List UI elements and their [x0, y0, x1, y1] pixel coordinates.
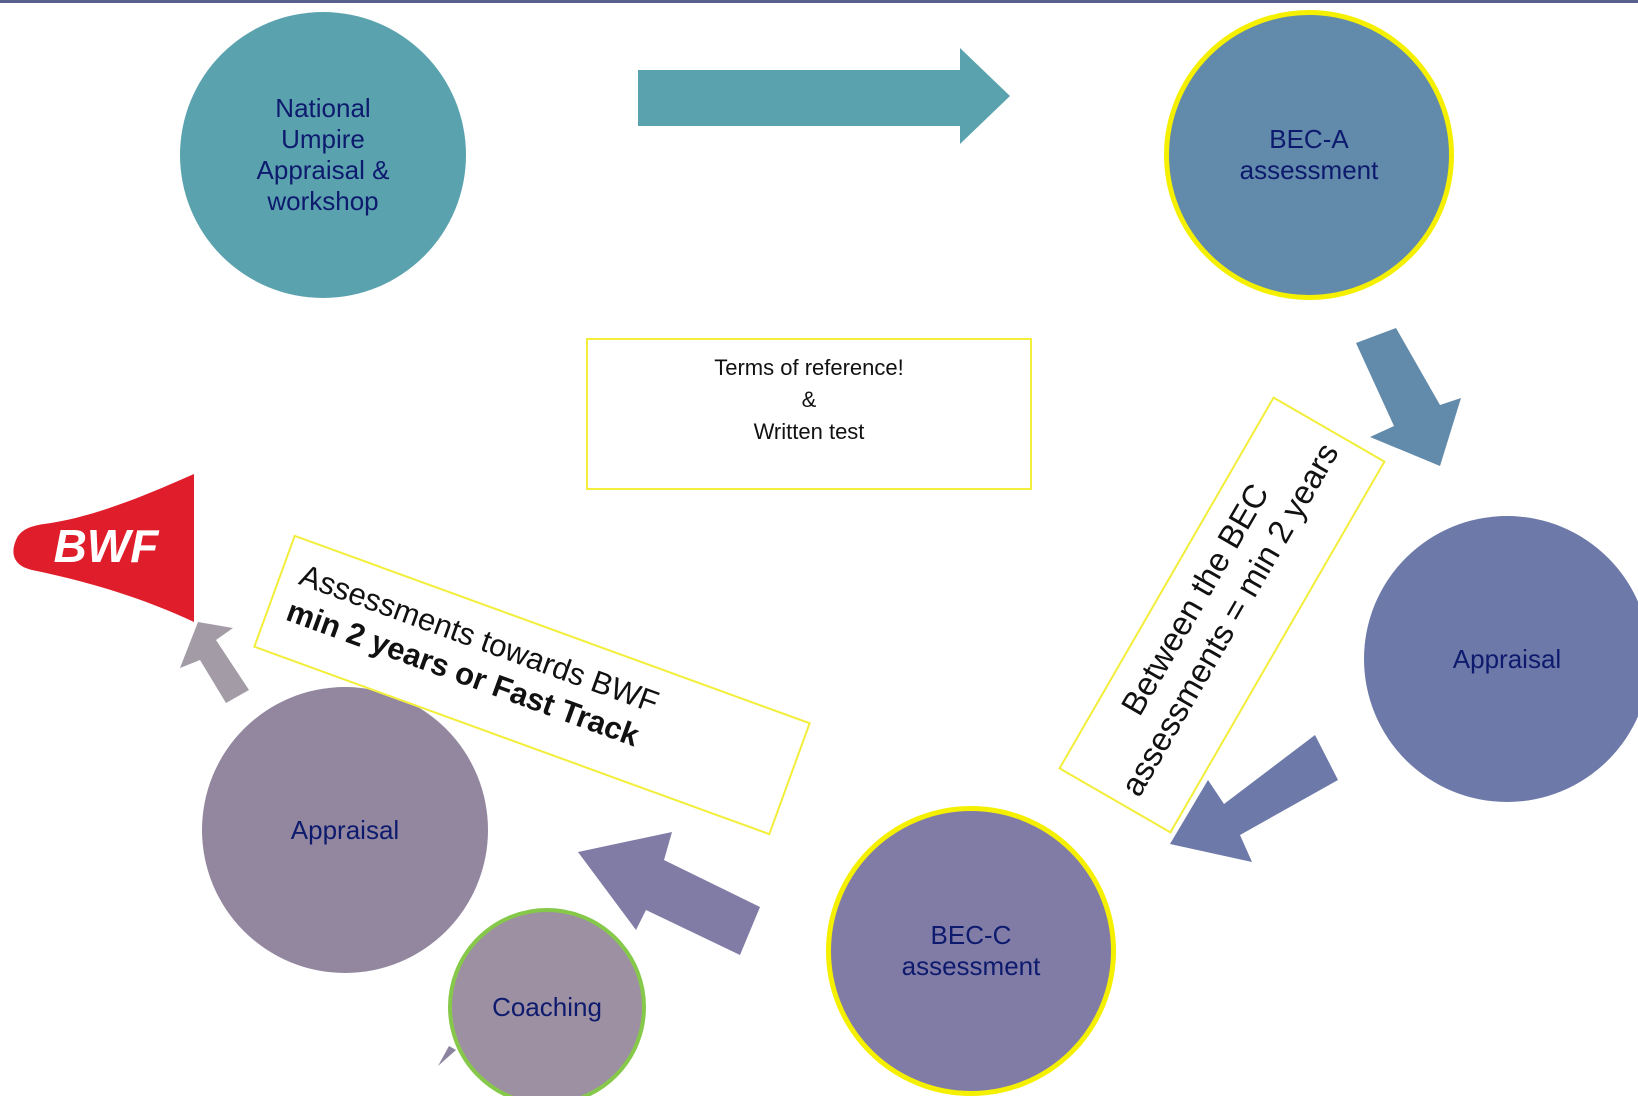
node-appraisal-right-label: Appraisal [1452, 643, 1562, 674]
node-national-label: National Umpire Appraisal & workshop [256, 93, 390, 216]
coaching-arrow-tail [438, 1046, 456, 1066]
node-coaching-label: Coaching [492, 991, 602, 1022]
bwf-logo-text: BWF [54, 520, 161, 572]
node-bec-c-assessment: BEC-C assessment [826, 806, 1116, 1096]
node-appraisal-left: Appraisal [202, 687, 488, 973]
arrow-bec-a-to-appraisal [1356, 328, 1461, 466]
node-coaching: Coaching [448, 908, 646, 1096]
terms-line-1: Terms of reference! [714, 355, 904, 380]
terms-line-3: Written test [753, 419, 865, 444]
bwf-logo-shape [13, 474, 194, 622]
node-appraisal-left-label: Appraisal [290, 814, 400, 845]
node-bec-a-label: BEC-A assessment [1239, 124, 1379, 185]
bwf-logo: BWF [13, 474, 194, 622]
arrow-appraisal-to-bwf [180, 622, 249, 703]
top-border-line [0, 0, 1638, 3]
node-bec-c-label: BEC-C assessment [901, 920, 1041, 981]
terms-line-2: & [801, 387, 817, 412]
arrow-appraisal-to-bec-c [1170, 735, 1338, 862]
arrow-national-to-bec-a [638, 48, 1010, 144]
terms-of-reference-note: Terms of reference! & Written test [586, 338, 1032, 490]
node-national-umpire-appraisal: National Umpire Appraisal & workshop [180, 12, 466, 298]
arrow-bec-c-to-appraisal-left [578, 832, 760, 955]
node-bec-a-assessment: BEC-A assessment [1164, 10, 1454, 300]
node-appraisal-right: Appraisal [1364, 516, 1638, 802]
